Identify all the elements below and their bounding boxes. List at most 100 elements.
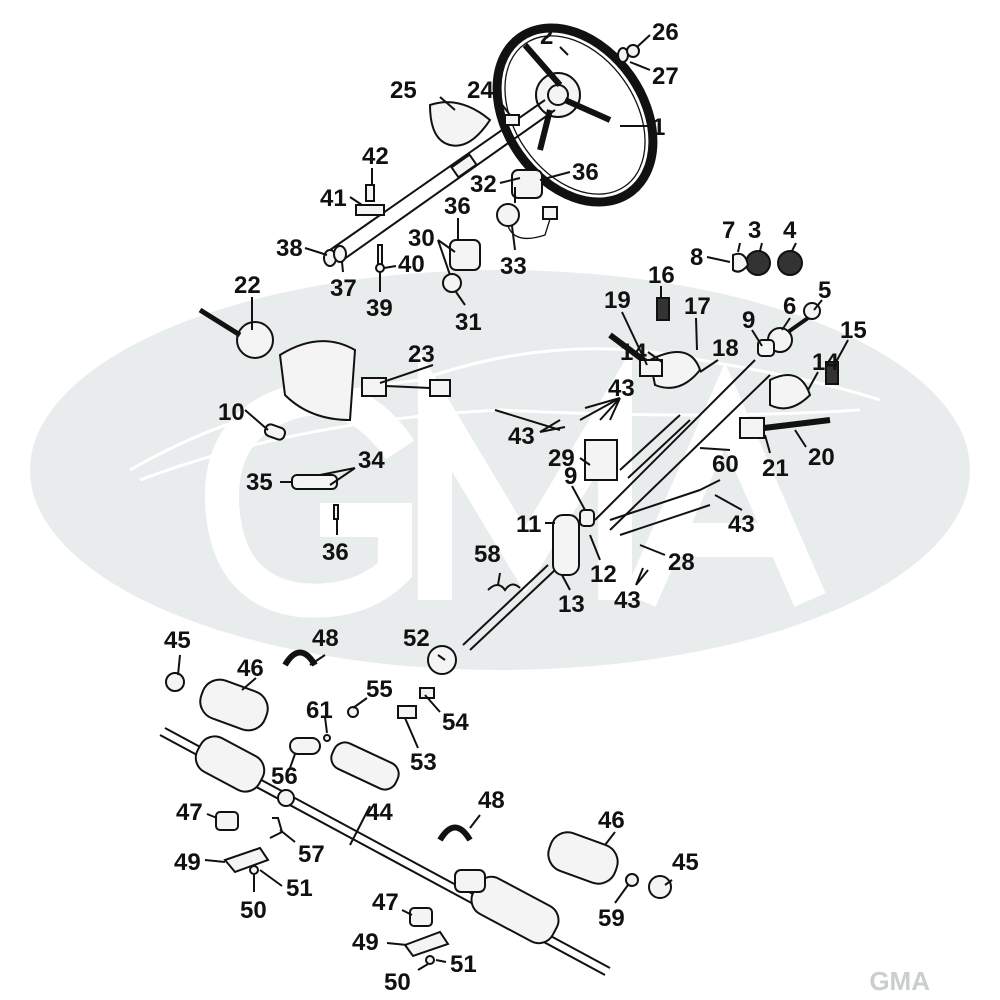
connector-22 bbox=[198, 307, 242, 338]
plate-49b bbox=[403, 930, 450, 958]
wire-33 bbox=[507, 218, 551, 240]
intermediate-shaft bbox=[462, 564, 556, 651]
shroud-25 bbox=[428, 101, 492, 147]
callout-22: 22 bbox=[234, 272, 261, 299]
shroud-14b bbox=[769, 374, 812, 410]
column-tube bbox=[594, 359, 771, 531]
clip-57 bbox=[269, 817, 284, 839]
nut-39 bbox=[375, 263, 385, 273]
callout-36-right: 36 bbox=[572, 159, 599, 186]
clamp-48a bbox=[282, 649, 318, 667]
steering-wheel-inner bbox=[504, 35, 646, 195]
callout-2: 2 bbox=[540, 23, 553, 50]
switch-20 bbox=[739, 417, 765, 439]
lock-cylinder-31 bbox=[442, 273, 462, 293]
plate-11 bbox=[552, 514, 580, 576]
rack-boot-left bbox=[194, 735, 266, 793]
callout-41: 41 bbox=[320, 185, 347, 212]
clamp-48b bbox=[437, 824, 473, 842]
plate-16 bbox=[656, 297, 670, 321]
callout-31: 31 bbox=[455, 309, 482, 336]
callout-55: 55 bbox=[366, 676, 393, 703]
leaders bbox=[177, 34, 849, 971]
callout-39: 39 bbox=[366, 295, 393, 322]
callout-32: 32 bbox=[470, 171, 497, 198]
nut-50b bbox=[425, 955, 435, 965]
callout-14-right: 14 bbox=[812, 349, 839, 376]
callout-52: 52 bbox=[403, 625, 430, 652]
screw-36 bbox=[333, 504, 339, 520]
bracket-28 bbox=[609, 479, 721, 536]
ring-37 bbox=[333, 245, 347, 263]
callout-21: 21 bbox=[762, 455, 789, 482]
cowl bbox=[278, 340, 357, 422]
callout-14-left: 14 bbox=[620, 339, 647, 366]
callout-9-bottom: 9 bbox=[564, 463, 577, 490]
pinion-53 bbox=[397, 705, 417, 719]
callout-20: 20 bbox=[808, 444, 835, 471]
boot-46a bbox=[199, 678, 269, 732]
bracket-60 bbox=[619, 414, 691, 479]
callout-1: 1 bbox=[652, 114, 665, 141]
wire-23 bbox=[385, 385, 431, 389]
callout-47-right: 47 bbox=[372, 889, 399, 916]
callout-50-left: 50 bbox=[240, 897, 267, 924]
watermark-letter-a bbox=[624, 362, 826, 607]
callout-34: 34 bbox=[358, 447, 385, 474]
callout-47-left: 47 bbox=[176, 799, 203, 826]
callout-43-right: 43 bbox=[728, 511, 755, 538]
horn-button-3 bbox=[745, 250, 771, 276]
plug-61 bbox=[323, 734, 331, 742]
callout-11: 11 bbox=[516, 511, 541, 538]
callout-61: 61 bbox=[306, 697, 333, 724]
callout-5: 5 bbox=[818, 277, 831, 304]
mount-47b bbox=[409, 907, 433, 927]
callouts: 1 2 3 4 5 6 7 8 9 9 10 11 12 13 14 14 15… bbox=[164, 19, 867, 996]
leader-lines bbox=[177, 34, 849, 971]
shaft-sleeve bbox=[450, 153, 478, 179]
callout-28: 28 bbox=[668, 549, 695, 576]
pinion-housing bbox=[330, 741, 400, 791]
callout-29: 29 bbox=[548, 445, 575, 472]
lock-32 bbox=[511, 169, 543, 199]
callout-44: 44 bbox=[366, 799, 393, 826]
bearing-34 bbox=[291, 474, 338, 490]
callout-50-right: 50 bbox=[384, 969, 411, 996]
callout-45-left: 45 bbox=[164, 627, 191, 654]
universal-joint-52 bbox=[427, 645, 457, 675]
callout-56: 56 bbox=[271, 763, 298, 790]
watermark-car-outline-2 bbox=[139, 408, 861, 482]
callout-48-left: 48 bbox=[312, 625, 339, 652]
callout-8: 8 bbox=[690, 244, 703, 271]
nut-26 bbox=[626, 44, 640, 58]
bush-9b bbox=[579, 509, 595, 527]
callout-23: 23 bbox=[408, 341, 435, 368]
bracket-29 bbox=[584, 439, 618, 481]
steering-wheel bbox=[492, 23, 658, 207]
callout-9-top: 9 bbox=[742, 307, 755, 334]
callout-4: 4 bbox=[783, 217, 797, 244]
callout-46-left: 46 bbox=[237, 655, 264, 682]
plate-15 bbox=[825, 361, 839, 385]
callout-6: 6 bbox=[783, 293, 796, 320]
callout-12: 12 bbox=[590, 561, 617, 588]
callout-33: 33 bbox=[500, 253, 527, 280]
callout-57: 57 bbox=[298, 841, 325, 868]
callout-27: 27 bbox=[652, 63, 679, 90]
callout-43-bottom: 43 bbox=[614, 587, 641, 614]
boot-46b bbox=[547, 831, 619, 885]
connector-23 bbox=[429, 379, 451, 397]
mount-47a bbox=[215, 811, 239, 831]
callout-43-top: 43 bbox=[608, 375, 635, 402]
switch-23 bbox=[361, 377, 387, 397]
callout-53: 53 bbox=[410, 749, 437, 776]
callout-25: 25 bbox=[390, 77, 417, 104]
nut-50a bbox=[249, 865, 259, 875]
callout-45-right: 45 bbox=[672, 849, 699, 876]
stalk-20 bbox=[763, 417, 831, 431]
callout-54: 54 bbox=[442, 709, 469, 736]
steering-spokes bbox=[522, 43, 612, 151]
callout-49-right: 49 bbox=[352, 929, 379, 956]
callout-36-upper: 36 bbox=[444, 193, 471, 220]
parts bbox=[159, 23, 839, 976]
